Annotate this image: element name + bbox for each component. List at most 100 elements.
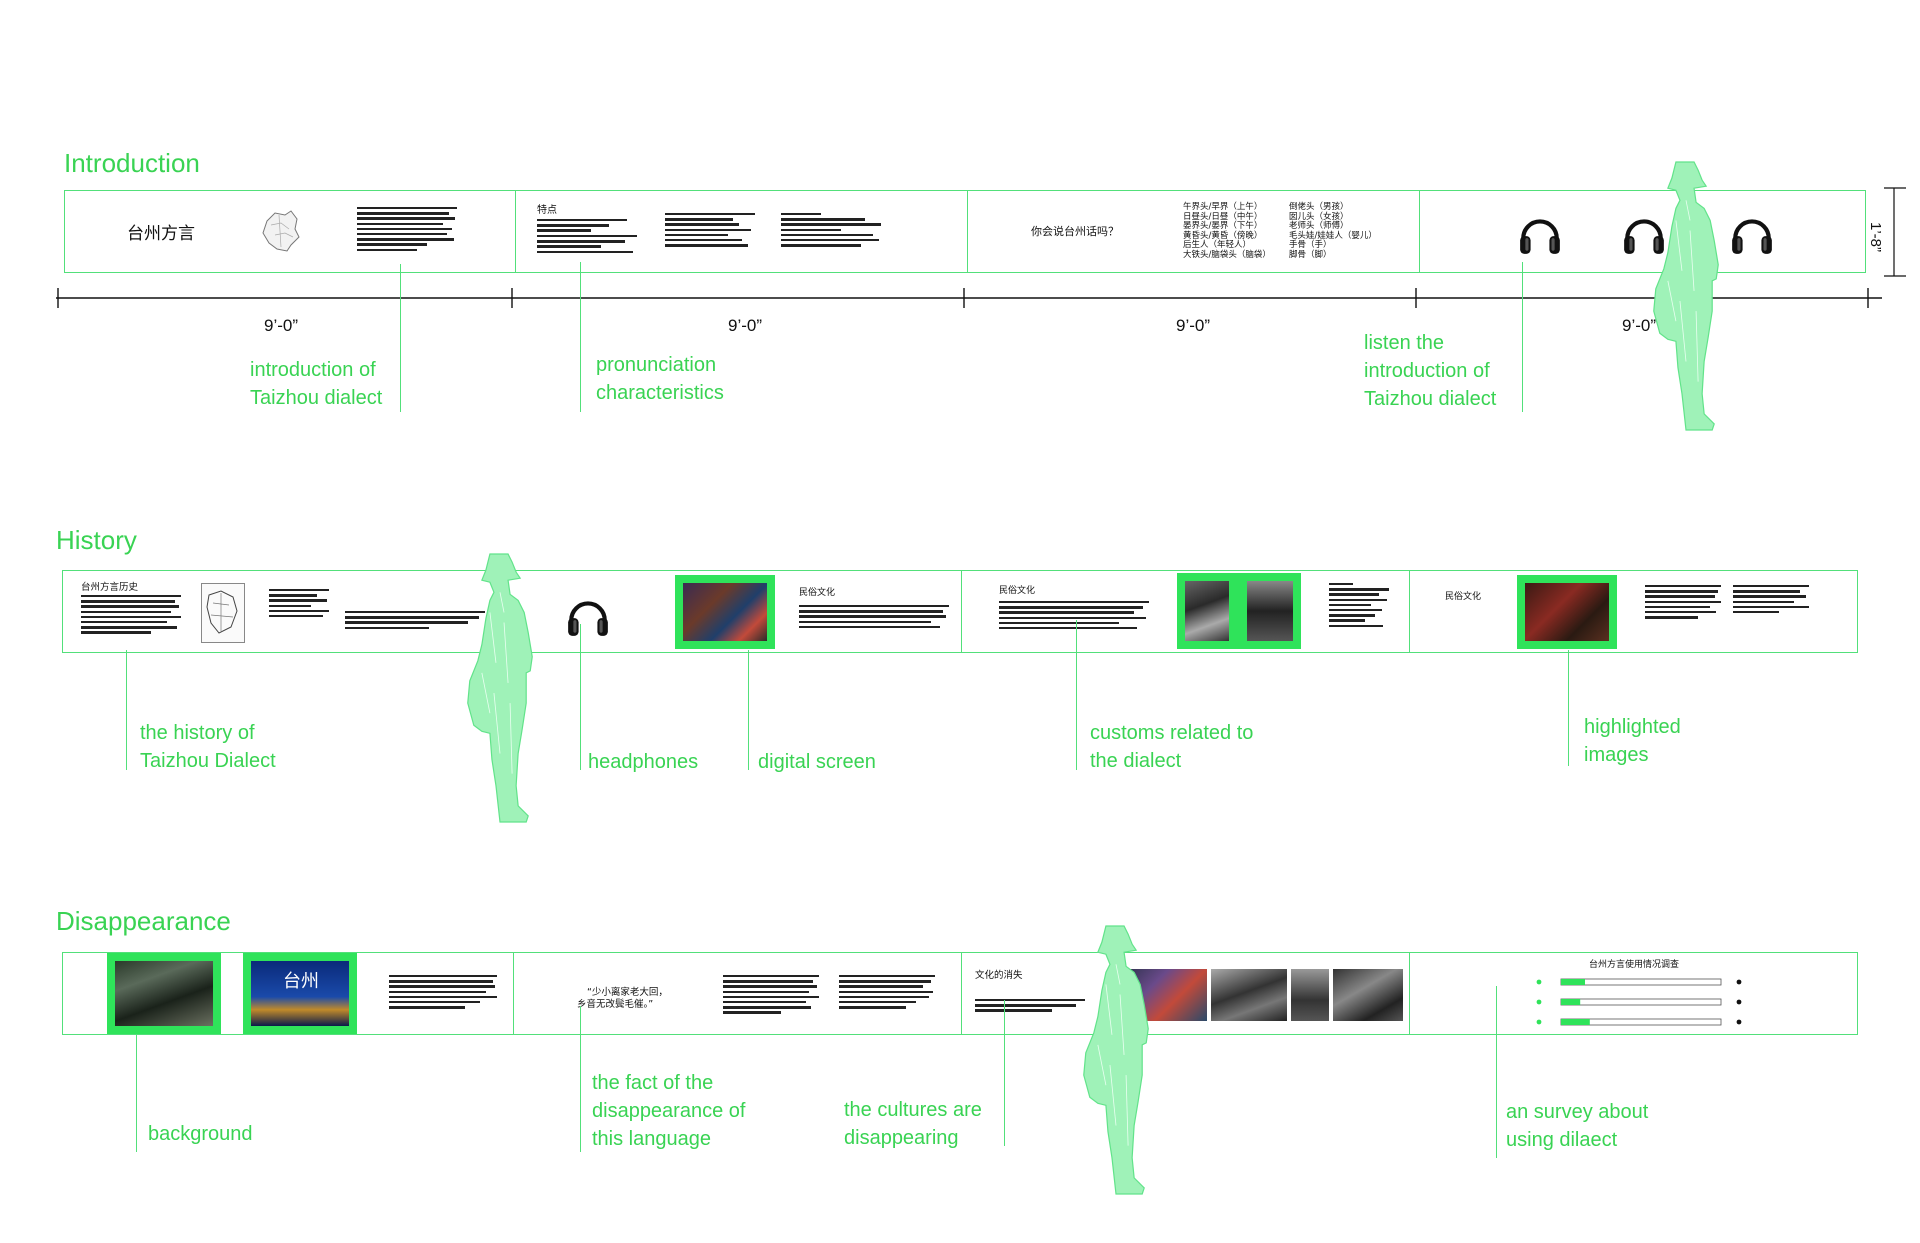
width-dimension-line	[56, 288, 1882, 308]
caption-intro-pronunciation: pronunciation characteristics	[596, 354, 724, 404]
survey-end-dot	[1736, 999, 1742, 1005]
vocab-item: 后生人（年轻人）	[1183, 240, 1252, 251]
quote-line: 乡音无改鬓毛催。”	[577, 999, 654, 1010]
bay-dimension-label: 9’-0”	[728, 316, 763, 335]
person-silhouette	[452, 552, 548, 824]
callout-line	[1496, 986, 1497, 1158]
history-text-block	[269, 589, 329, 620]
callout-line	[1076, 620, 1077, 770]
culture-photo	[1211, 969, 1287, 1021]
history-text-block	[1733, 585, 1809, 616]
survey-bullet	[1536, 979, 1542, 985]
section-title-disappearance: Disappearance	[56, 906, 231, 936]
bay-dimension-label: 9’-0”	[264, 316, 299, 335]
callout-line	[126, 650, 127, 770]
intro-text-block	[665, 213, 755, 249]
vocab-item: 黄昏头/黄昏（傍晚）	[1183, 230, 1263, 241]
history-folk-heading: 民俗文化	[1445, 592, 1482, 602]
disappearance-quote: “少小离家老大回， 乡音无改鬓毛催。”	[577, 987, 668, 1011]
vocab-item: 毛头娃/娃娃人（婴儿）	[1289, 230, 1377, 241]
vocab-item: 午界头/早界（上午）	[1183, 202, 1263, 212]
caption-history-of-dialect: the history of Taizhou Dialect	[140, 722, 276, 772]
intro-vocab-right: 倒佬头（男孩） 囡儿头（女孩） 老师头（师傅） 毛头娃/娃娃人（婴儿） 手骨（手…	[1289, 202, 1377, 261]
history-text-block	[1645, 585, 1721, 621]
intro-text-block	[781, 213, 881, 249]
highlighted-photo	[1517, 575, 1617, 649]
history-panel-divider	[1409, 571, 1410, 652]
vocab-item: 倒佬头（男孩）	[1289, 202, 1349, 212]
history-text-block	[81, 595, 181, 637]
survey-bullet	[1536, 999, 1542, 1005]
callout-line	[136, 1034, 137, 1152]
survey-chart	[1536, 978, 1742, 1026]
callout-line	[580, 262, 581, 412]
caption-digital-screen: digital screen	[758, 751, 876, 773]
callout-line	[580, 1006, 581, 1152]
intro-vocab-left: 午界头/早界（上午） 日昼头/日昼（中午） 晏界头/晏界（下午） 黄昏头/黄昏（…	[1183, 202, 1271, 261]
callout-line	[400, 264, 401, 412]
bay-dimension-label: 9’-0”	[1176, 316, 1211, 335]
section-title-introduction: Introduction	[64, 148, 200, 178]
history-heading: 台州方言历史	[81, 582, 139, 593]
caption-disappearance-fact: the fact of the disappearance of this la…	[592, 1072, 746, 1150]
callout-line	[748, 650, 749, 770]
history-text-block	[345, 611, 485, 632]
vocab-item: 手骨（手）	[1289, 240, 1332, 251]
history-text-block	[999, 601, 1149, 632]
culture-photo	[1333, 969, 1403, 1021]
disappearance-panel-divider	[1409, 953, 1410, 1034]
quote-line: “少小离家老大回，	[587, 987, 668, 998]
vocab-item: 晏界头/晏界（下午）	[1183, 221, 1263, 232]
person-silhouette	[1638, 160, 1734, 432]
height-dimension	[1884, 187, 1906, 277]
vocab-item: 大铁头/脑袋头（脑袋）	[1183, 249, 1271, 260]
culture-photo	[1291, 969, 1329, 1021]
survey-bar-track	[1560, 998, 1722, 1006]
intro-panel-divider	[967, 191, 968, 272]
caption-customs: customs related to the dialect	[1090, 722, 1254, 772]
caption-background: background	[148, 1123, 253, 1145]
intro-panel-strip: 台州方言 特点 你会说台州话吗？ 午界头/早界（上午） 日昼头/日昼（中午） 晏…	[64, 190, 1866, 273]
history-text-block	[799, 605, 949, 631]
disappearance-text-block	[839, 975, 935, 1011]
intro-features-heading: 特点	[537, 205, 557, 216]
background-photo	[107, 953, 221, 1034]
culture-heading: 文化的消失	[975, 970, 1023, 981]
vocab-item: 老师头（师傅）	[1289, 221, 1349, 232]
section-title-history: History	[56, 525, 137, 555]
disappearance-panel-divider	[513, 953, 514, 1034]
caption-cultures-disappearing: the cultures are disappearing	[844, 1099, 982, 1149]
intro-question: 你会说台州话吗？	[1031, 225, 1119, 238]
caption-highlighted-images: highlighted images	[1584, 716, 1681, 766]
callout-line	[580, 624, 581, 770]
callout-line	[1522, 262, 1523, 412]
callout-line	[1004, 1000, 1005, 1146]
history-text-block	[1329, 583, 1389, 630]
disappearance-panel-strip: 台州 “少小离家老大回， 乡音无改鬓毛催。” 文化的消失 台州方言使用情况调查	[62, 952, 1858, 1035]
caption-headphones: headphones	[588, 751, 699, 773]
caption-survey: an survey about using dilaect	[1506, 1101, 1649, 1151]
intro-text-block	[537, 235, 637, 256]
digital-screen-photo	[675, 575, 775, 649]
disappearance-text-block	[975, 999, 1085, 1015]
taizhou-city-photo: 台州	[243, 953, 357, 1034]
survey-bar-fill	[1561, 999, 1581, 1005]
intro-text-block	[537, 219, 627, 235]
headphones-icon	[1729, 211, 1775, 257]
survey-end-dot	[1736, 1019, 1742, 1025]
vocab-item: 脚骨（脚）	[1289, 249, 1332, 260]
survey-title: 台州方言使用情况调查	[1589, 960, 1680, 970]
history-panel-strip: 台州方言历史 民俗文化 民俗文化 民俗文化	[62, 570, 1858, 653]
intro-text-block	[357, 207, 457, 254]
disappearance-text-block	[389, 975, 497, 1011]
intro-panel-divider	[515, 191, 516, 272]
history-folk-heading: 民俗文化	[799, 588, 836, 598]
headphones-icon	[1517, 211, 1563, 257]
city-photo-text: 台州	[283, 971, 319, 992]
person-silhouette	[1068, 924, 1164, 1196]
callout-line	[1568, 650, 1569, 766]
disappearance-text-block	[723, 975, 819, 1017]
taizhou-map-icon	[262, 210, 300, 252]
bay-dimension-label: 9’-0”	[1622, 316, 1657, 335]
headphones-icon	[565, 593, 611, 639]
